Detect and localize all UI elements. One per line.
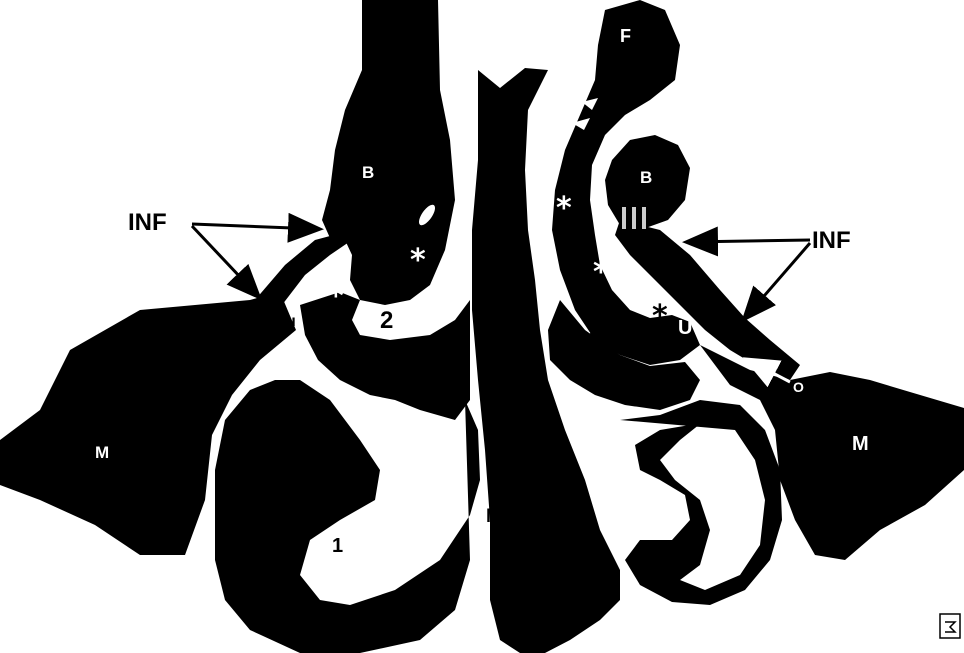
label-middle-meatus-left: 2 [380,307,393,334]
label-uncinate-left: u [286,313,296,330]
asterisk-left-1: * [410,243,426,278]
right-inf-arrow-upper [688,240,810,242]
asterisk-right-3: * [652,299,668,334]
right-ethmoid-septation-1 [622,207,626,229]
label-infundibulum-left: INF [128,209,167,236]
right-ethmoid-septation-3 [642,207,646,229]
label-uncinate-right: U [678,317,692,339]
label-frontal-sinus: F [620,26,631,46]
right-ethmoid-septation-2 [632,207,636,229]
asterisk-right-2: * [593,255,609,290]
label-middle-meatus-right: 2 [588,327,601,354]
asterisk-left-2: * [328,279,344,314]
label-ostium: O [793,379,804,395]
label-maxillary-left: M [95,443,109,462]
label-ethmoid-left: B [362,163,374,182]
label-maxillary-right: M [852,433,869,455]
label-nasal-septum: NS [486,506,512,527]
label-ethmoid-right: B [640,168,652,187]
publisher-corner-icon [940,614,960,638]
label-inferior-meatus: 1 [332,535,343,557]
asterisk-right-1: * [556,191,572,226]
label-infundibulum-right: INF [812,227,851,254]
